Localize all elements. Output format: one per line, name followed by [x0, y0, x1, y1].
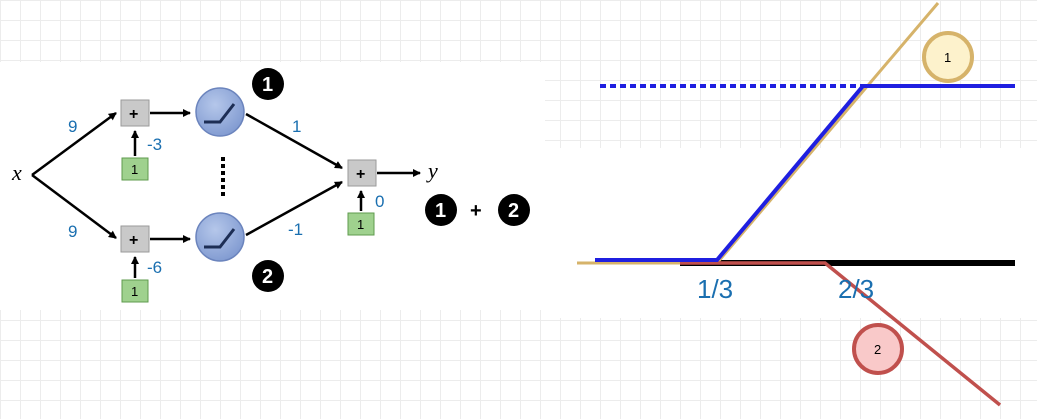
- combo-badge-one: [425, 194, 457, 226]
- bias-box-output: [347, 212, 375, 236]
- relu-neuron-bottom: [195, 212, 245, 262]
- bias-box-bottom: [121, 279, 149, 303]
- input-x-label: x: [11, 160, 22, 185]
- badge-two: [252, 260, 284, 292]
- tick-label-two-thirds: 2/3: [838, 274, 874, 304]
- combo-badge-two: [498, 194, 530, 226]
- tick-label-one-third: 1/3: [697, 274, 733, 304]
- marker-one: [922, 31, 974, 83]
- edge-top-out: [245, 112, 343, 170]
- weight-top-out: 1: [292, 117, 301, 136]
- network-svg: x 9 9 + 1 -3 + 1 -6: [11, 68, 530, 303]
- weight-x-top: 9: [68, 117, 77, 136]
- edge-x-top: [31, 111, 117, 177]
- bias-box-bottom-value: 1: [131, 284, 138, 299]
- relu-one-curve: [577, 2, 940, 265]
- relu-icon-bottom: [204, 228, 236, 249]
- weight-bias-bottom: -6: [147, 258, 162, 277]
- combo-badge-one-label: 1: [435, 200, 446, 222]
- combo-badge-two-label: 2: [508, 200, 519, 222]
- bias-box-top: [121, 157, 149, 181]
- bias-box-top-value: 1: [131, 162, 138, 177]
- sum-node-top-symbol: +: [129, 106, 138, 123]
- weight-bias-top: -3: [147, 135, 162, 154]
- weight-bias-output: 0: [375, 192, 384, 211]
- sum-node-bottom-symbol: +: [129, 232, 138, 249]
- edge-bottom-out: [245, 180, 343, 237]
- ellipsis-dots: [221, 157, 225, 196]
- sum-node-output: [347, 159, 377, 187]
- combined-output-curve: [595, 84, 1015, 262]
- sum-node-top: [120, 99, 150, 127]
- marker-one-label: 1: [944, 50, 951, 65]
- marker-two: [852, 323, 904, 375]
- edge-x-bottom: [31, 174, 117, 239]
- weight-x-bottom: 9: [68, 222, 77, 241]
- badge-one-label: 1: [262, 74, 273, 96]
- weight-bottom-out: -1: [288, 220, 303, 239]
- sum-node-output-symbol: +: [356, 166, 365, 183]
- badge-two-label: 2: [262, 266, 273, 288]
- graph-svg: 1/3 2/3 1 2: [577, 2, 1015, 407]
- function-graph: 1/3 2/3 1 2: [545, 0, 1037, 419]
- output-y-label: y: [426, 158, 438, 183]
- relu-two-curve: [680, 261, 1002, 407]
- marker-two-label: 2: [874, 342, 881, 357]
- sum-node-bottom: [120, 225, 150, 253]
- badge-one: [252, 68, 284, 100]
- network-diagram: x 9 9 + 1 -3 + 1 -6: [0, 62, 545, 310]
- combo-plus: +: [470, 200, 482, 222]
- relu-neuron-top: [195, 87, 245, 137]
- bias-box-output-value: 1: [357, 217, 364, 232]
- relu-icon-top: [204, 103, 236, 124]
